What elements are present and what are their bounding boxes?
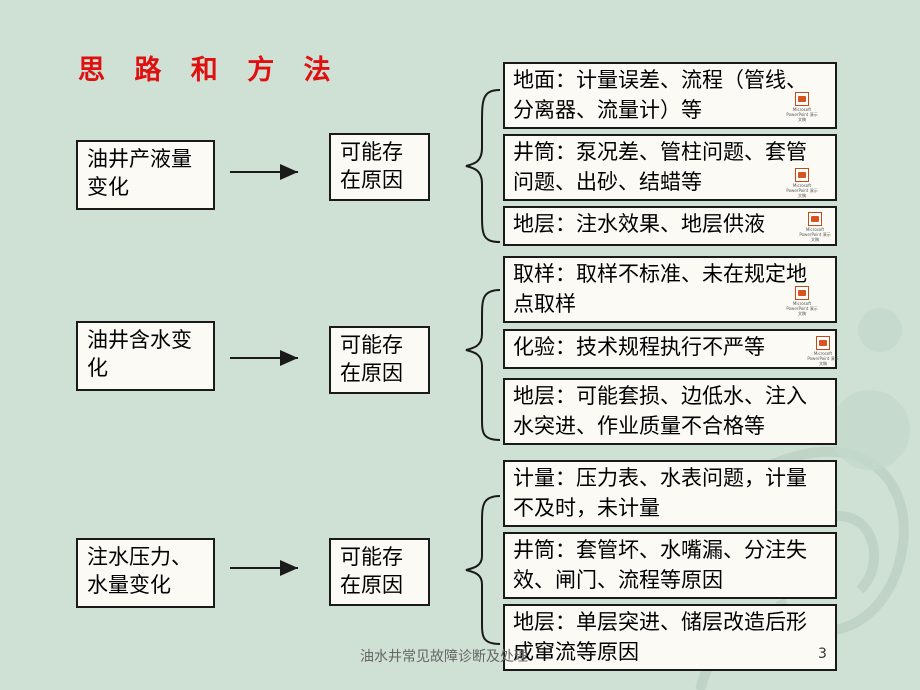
detail-text: 取样：取样不标准、未在规定地点取样: [513, 262, 807, 316]
embedded-ppt-icon[interactable]: Microsoft PowerPoint 演示文稿: [785, 286, 819, 316]
page-number: 3: [818, 646, 827, 662]
reason-box: 可能存在原因: [329, 538, 430, 606]
reason-text: 可能存在原因: [340, 545, 403, 597]
detail-box: 地层：可能套损、边低水、注入水突进、作业质量不合格等: [503, 378, 837, 445]
cause-text: 油井产液量变化: [87, 147, 192, 199]
detail-box: 井筒：泵况差、管柱问题、套管问题、出砂、结蜡等: [503, 134, 837, 201]
embedded-ppt-icon[interactable]: Microsoft PowerPoint 演示文稿: [785, 168, 819, 198]
reason-box: 可能存在原因: [329, 133, 430, 201]
embedded-ppt-caption: Microsoft PowerPoint 演示文稿: [786, 183, 818, 198]
cause-text: 油井含水变化: [87, 328, 192, 380]
detail-text: 地层：单层突进、储层改造后形成窜流等原因: [513, 610, 807, 664]
page-title: 思 路 和 方 法: [78, 55, 341, 86]
reason-text: 可能存在原因: [340, 140, 403, 192]
embedded-ppt-caption: Microsoft PowerPoint 演示文稿: [799, 227, 831, 242]
detail-text: 地层：注水效果、地层供液: [513, 212, 765, 236]
detail-text: 化验：技术规程执行不严等: [513, 335, 765, 359]
detail-box: 计量：压力表、水表问题，计量不及时，未计量: [503, 460, 837, 527]
detail-box: 化验：技术规程执行不严等: [503, 329, 837, 369]
embedded-ppt-caption: Microsoft PowerPoint 演示文稿: [786, 301, 818, 316]
detail-text: 井筒：套管坏、水嘴漏、分注失效、闸门、流程等原因: [513, 538, 807, 592]
detail-text: 地层：可能套损、边低水、注入水突进、作业质量不合格等: [513, 384, 807, 438]
embedded-ppt-icon[interactable]: Microsoft PowerPoint 演示文稿: [798, 212, 832, 242]
embedded-ppt-caption: Microsoft PowerPoint 演示文稿: [807, 351, 839, 366]
cause-text: 注水压力、水量变化: [87, 545, 192, 597]
footer-text: 油水井常见故障诊断及处理: [360, 649, 528, 665]
reason-box: 可能存在原因: [329, 326, 430, 394]
detail-text: 井筒：泵况差、管柱问题、套管问题、出砂、结蜡等: [513, 140, 807, 194]
embedded-ppt-icon[interactable]: Microsoft PowerPoint 演示文稿: [785, 92, 819, 122]
cause-box: 油井含水变化: [76, 321, 215, 391]
detail-text: 地面：计量误差、流程（管线、分离器、流量计）等: [513, 68, 807, 122]
embedded-ppt-caption: Microsoft PowerPoint 演示文稿: [786, 107, 818, 122]
detail-box: 地面：计量误差、流程（管线、分离器、流量计）等: [503, 62, 837, 129]
detail-box: 井筒：套管坏、水嘴漏、分注失效、闸门、流程等原因: [503, 532, 837, 599]
embedded-ppt-icon[interactable]: Microsoft PowerPoint 演示文稿: [806, 336, 840, 366]
reason-text: 可能存在原因: [340, 333, 403, 385]
cause-box: 注水压力、水量变化: [76, 538, 215, 608]
detail-text: 计量：压力表、水表问题，计量不及时，未计量: [513, 466, 807, 520]
detail-box: 地层：单层突进、储层改造后形成窜流等原因: [503, 604, 837, 671]
detail-box: 取样：取样不标准、未在规定地点取样: [503, 256, 837, 323]
cause-box: 油井产液量变化: [76, 140, 215, 210]
detail-box: 地层：注水效果、地层供液: [503, 206, 837, 246]
